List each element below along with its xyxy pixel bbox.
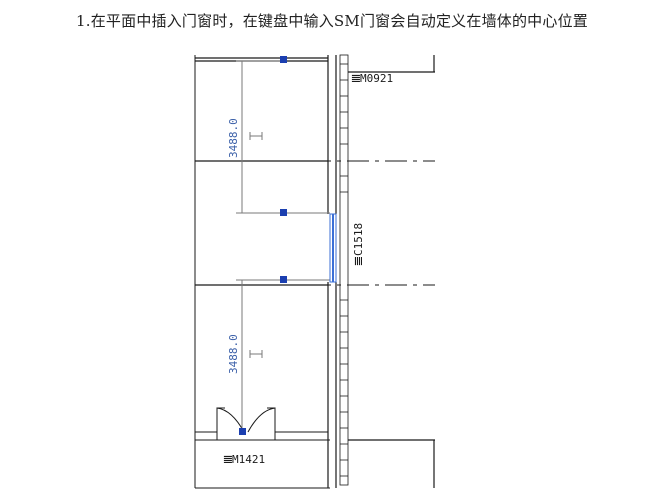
tag-label-m0921: M0921 <box>360 72 393 85</box>
tag-glyph-m0921: 𝌆 <box>351 72 361 85</box>
grip-handles[interactable] <box>239 56 287 435</box>
frame-lines <box>194 55 330 489</box>
tag-glyph-m1421: 𝌆 <box>223 453 233 466</box>
room-dividers <box>195 57 328 286</box>
door-swing <box>216 407 276 433</box>
tag-label-c1518: C1518 <box>352 223 365 256</box>
corridor-column <box>339 54 349 486</box>
dimension-lines <box>236 60 330 432</box>
tag-glyph-c1518: 𝌆 <box>352 256 365 266</box>
dimension-label-lower: 3488.0 <box>227 334 240 374</box>
window-c1518[interactable] <box>329 213 337 283</box>
caption-text: 1.在平面中插入门窗时，在键盘中输入SM门窗会自动定义在墙体的中心位置 <box>76 12 588 30</box>
dimension-label-upper: 3488.0 <box>227 118 240 158</box>
bottom-wall <box>194 431 330 441</box>
right-walls <box>348 55 435 488</box>
grip-handle[interactable] <box>239 428 246 435</box>
tag-label-m1421: M1421 <box>232 453 265 466</box>
corridor-wall <box>327 55 337 488</box>
grip-handle[interactable] <box>280 276 287 283</box>
center-lines <box>195 160 435 286</box>
grip-handle[interactable] <box>280 209 287 216</box>
grip-handle[interactable] <box>280 56 287 63</box>
